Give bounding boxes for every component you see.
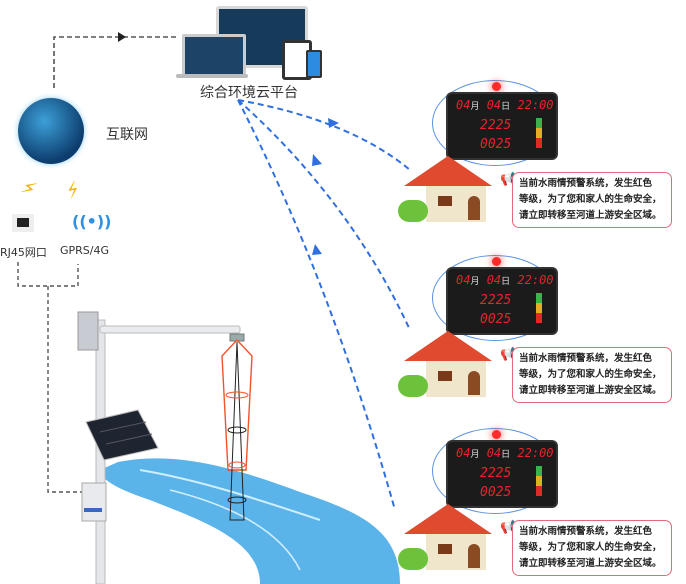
cross-arm — [99, 325, 241, 334]
led-display: 04月 04日 22:00 2225 0025 — [448, 94, 556, 158]
laptop-icon — [182, 34, 246, 78]
water-level-value: 2225 — [480, 293, 512, 308]
broadcast-arrow-3 — [312, 244, 322, 255]
cloud-platform-label: 综合环境云平台 — [200, 85, 298, 101]
cloud-platform-devices — [176, 4, 326, 82]
siren-light-icon — [492, 430, 501, 439]
wireless-signal-icon: ((•)) — [72, 212, 112, 231]
gprs-label: GPRS/4G — [60, 244, 110, 257]
house-icon — [398, 152, 498, 224]
broadcast-line-2 — [237, 99, 411, 331]
box-dashed-line — [47, 286, 84, 493]
warning-message: 当前水雨情预警系统，发生红色 等级，为了您和家人的生命安全， 请立即转移至河道上… — [512, 347, 672, 403]
rainfall-value: 0025 — [480, 312, 512, 327]
broadcast-arrow-2 — [312, 154, 322, 166]
rainfall-value: 0025 — [480, 485, 512, 500]
solar-panel — [85, 409, 159, 461]
uplink-dashed-line — [53, 36, 178, 88]
warning-message: 当前水雨情预警系统，发生红色 等级，为了您和家人的生命安全， 请立即转移至河道上… — [512, 520, 672, 576]
internet-label: 互联网 — [106, 127, 148, 143]
internet-globe-icon — [18, 98, 84, 164]
speech-bubble — [432, 255, 558, 341]
led-display: 04月 04日 22:00 2225 0025 — [448, 442, 556, 506]
status-lights-icon — [536, 293, 542, 323]
rain-gauge — [77, 311, 99, 351]
broadcast-line-1 — [237, 99, 411, 171]
status-lights-icon — [536, 118, 542, 148]
status-lights-icon — [536, 466, 542, 496]
house-icon — [398, 327, 498, 399]
rainfall-value: 0025 — [480, 137, 512, 152]
warning-message: 当前水雨情预警系统，发生红色 等级，为了您和家人的生命安全， 请立即转移至河道上… — [512, 172, 672, 228]
broadcast-arrow-1 — [328, 118, 339, 128]
siren-light-icon — [492, 257, 501, 266]
uplink-arrow — [118, 32, 126, 42]
rj45-label: RJ45网口 — [0, 246, 47, 259]
led-display: 04月 04日 22:00 2225 0025 — [448, 269, 556, 333]
speech-bubble — [432, 428, 558, 514]
ethernet-port-icon — [12, 214, 34, 232]
control-box — [81, 482, 107, 522]
water-level-value: 2225 — [480, 118, 512, 133]
speech-bubble — [432, 80, 558, 166]
siren-light-icon — [492, 82, 501, 91]
phone-icon — [306, 50, 322, 78]
broadcast-line-3 — [237, 99, 396, 511]
water-level-value: 2225 — [480, 466, 512, 481]
house-icon — [398, 500, 498, 572]
rj45-dashed-line — [17, 262, 79, 287]
radar-beam — [221, 338, 253, 521]
